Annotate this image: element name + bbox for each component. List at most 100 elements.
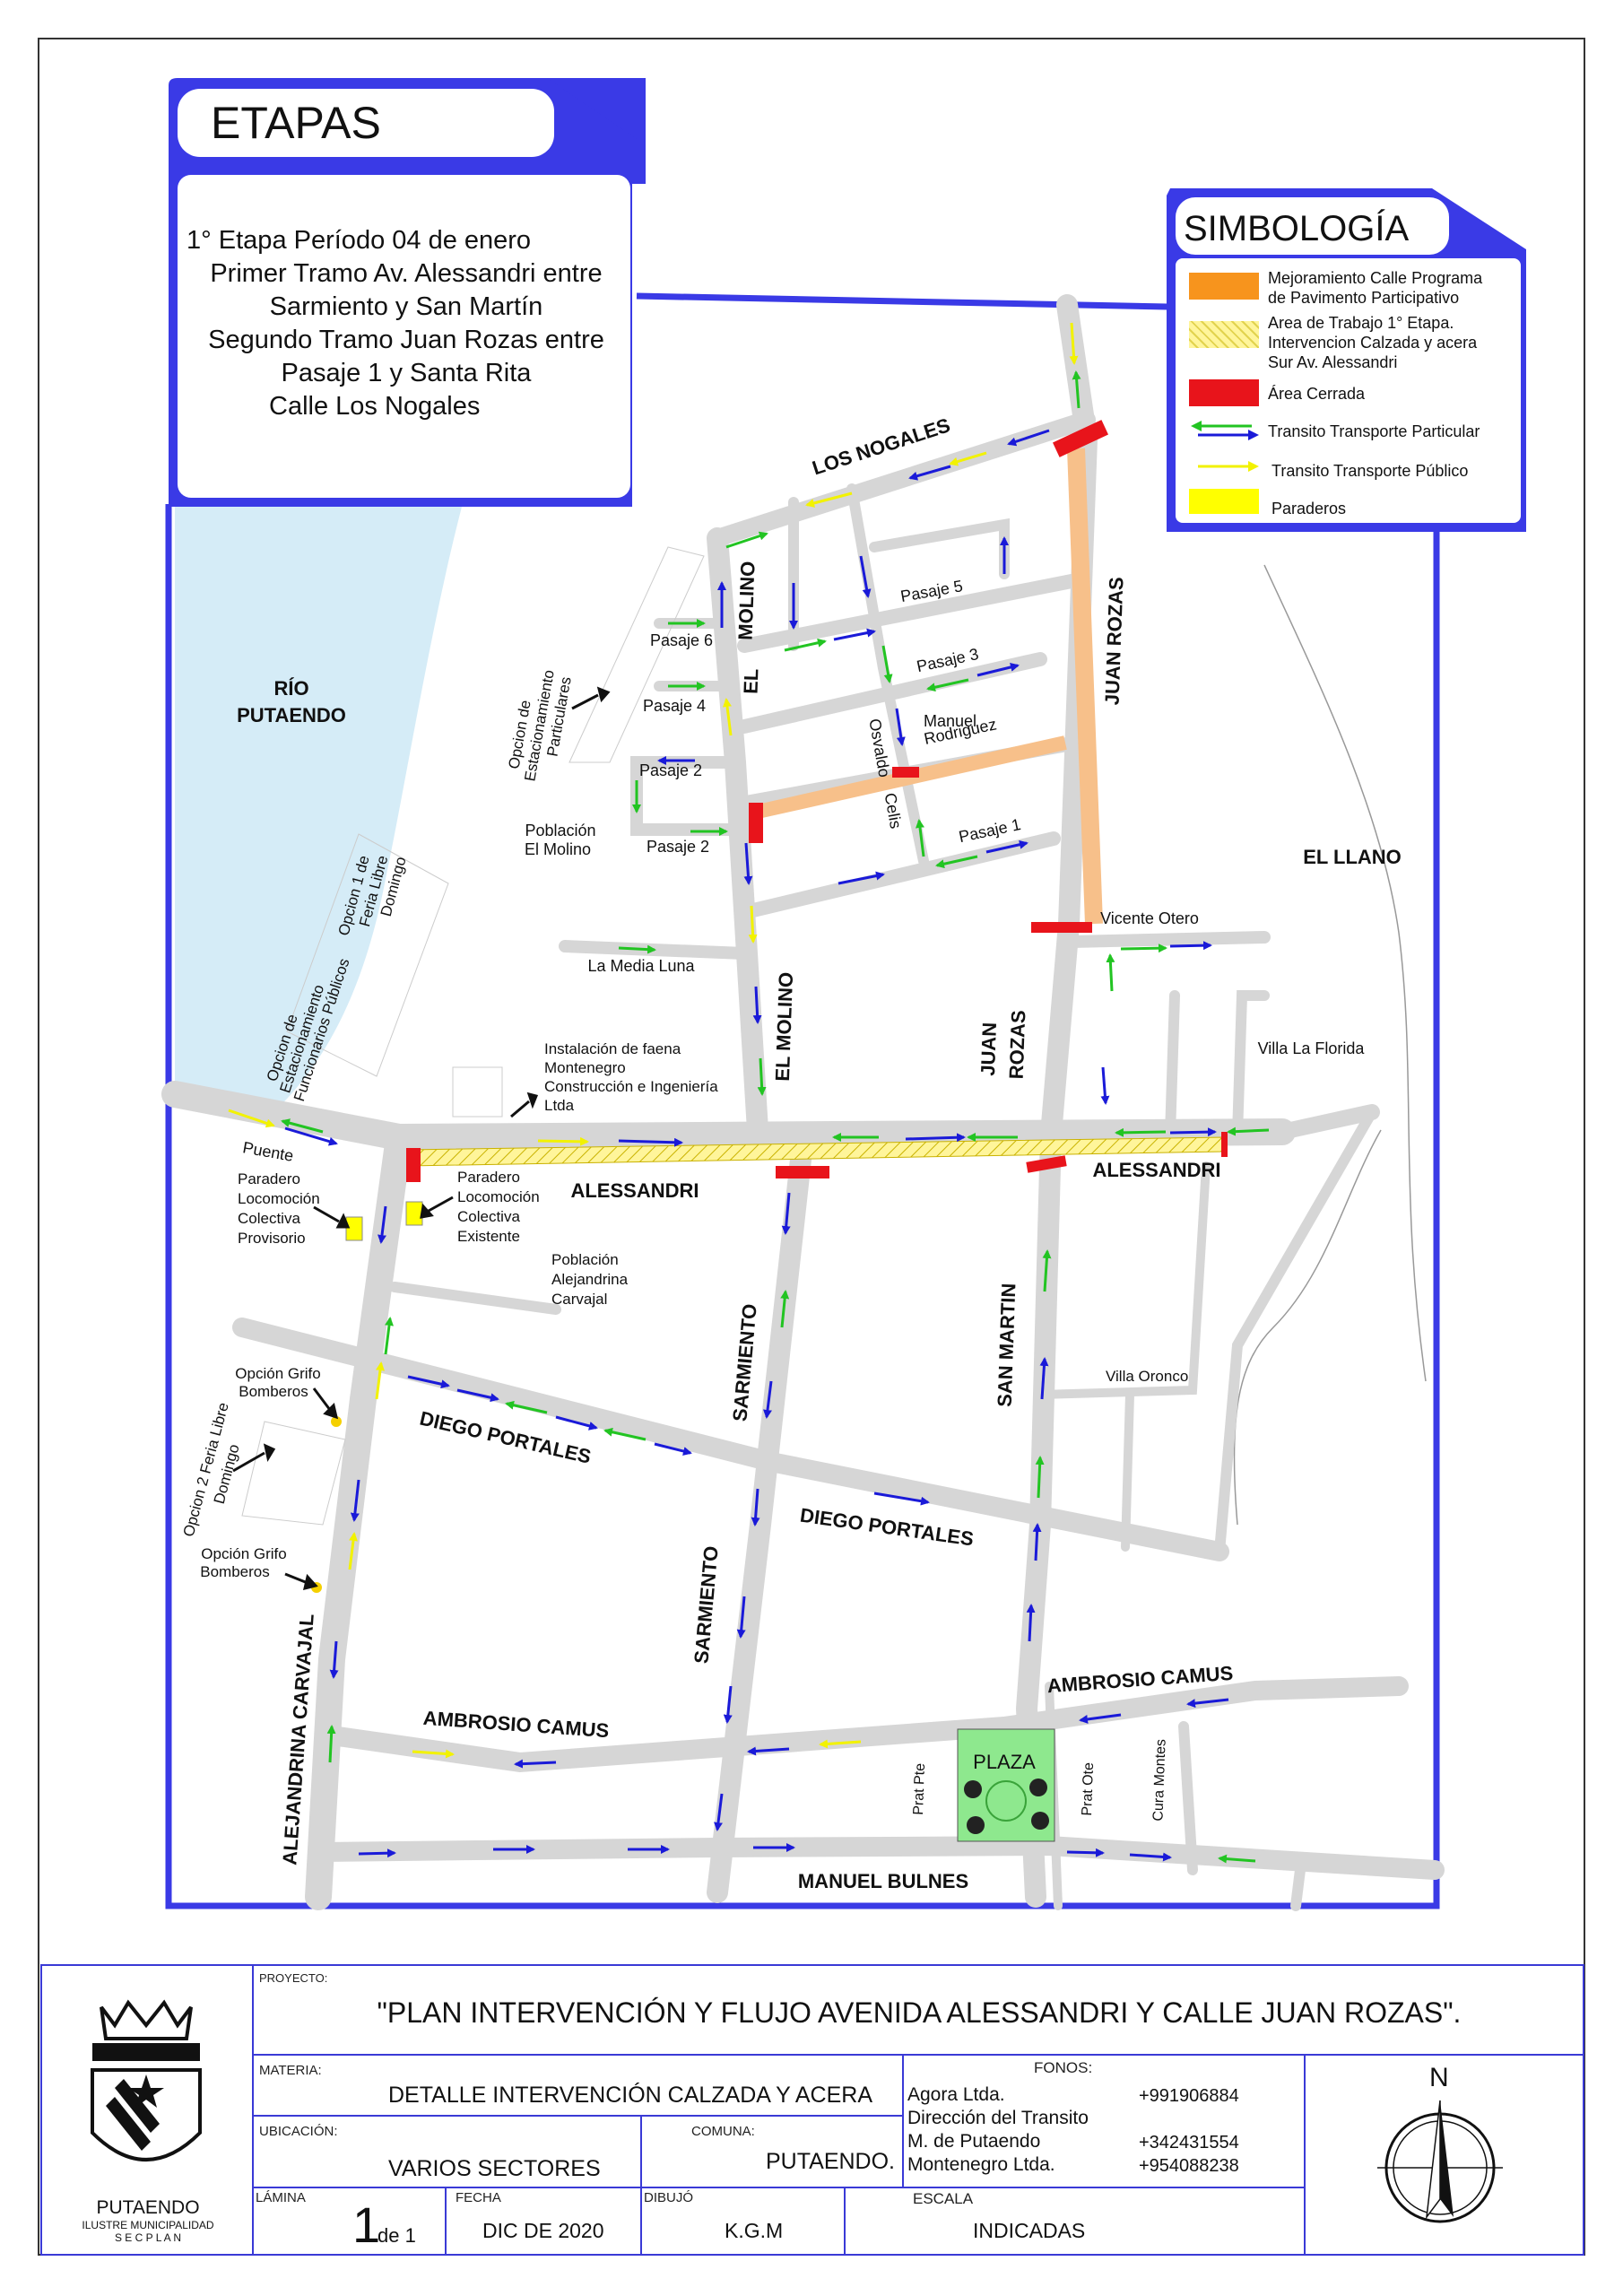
label-cura-montes: Cura Montes [1150,1739,1168,1822]
legend-text-1a: Mejoramiento Calle Programa [1268,269,1483,287]
ubicacion-cell: UBICACIÓN: VARIOS SECTORES [253,2116,641,2187]
label-sarmiento-2: SARMIENTO [690,1545,722,1665]
label-juan-rozas-south-1: JUAN [976,1022,1001,1076]
label-poblacion-molino-2: El Molino [525,840,591,858]
label-media-luna: La Media Luna [587,957,695,975]
logo-sub2: S E C P L A N [114,2231,182,2244]
label-sarmiento-1: SARMIENTO [728,1303,760,1422]
plaza-trees [964,1779,1049,1834]
pointer-arrows [232,686,611,1591]
legend-yellow-arrow-icon [1198,461,1259,472]
label-paradero-exist-3: Colectiva [457,1208,520,1225]
etapas-line-6: Calle Los Nogales [269,392,481,421]
lamina-total: de 1 [378,2224,416,2247]
traffic-arrows [228,322,1270,1864]
comuna-label: COMUNA: [691,2124,755,2139]
label-poblacion-molino-1: Población [525,822,595,839]
fono-phone-4: +954088238 [1139,2156,1239,2176]
north-label: N [1429,2063,1449,2092]
etapas-panel [169,78,646,507]
legend-list: Mejoramiento Calle Programa de Pavimento… [1185,265,1526,525]
label-faena-2: Montenegro [544,1059,626,1076]
fono-phone-3: +342431554 [1139,2133,1239,2152]
label-alessandri-1: ALESSANDRI [570,1179,699,1202]
label-grifo2-1: Opción Grifo [201,1545,286,1562]
municipal-crest-icon [91,1999,202,2161]
fecha-cell: FECHA DIC DE 2020 [446,2187,641,2255]
fono-phone-1: +991906884 [1139,2086,1239,2106]
label-pob-alejandrina-3: Carvajal [551,1291,607,1308]
plaza-fountain [985,1780,1027,1822]
legend-text-2a: Area de Trabajo 1° Etapa. [1268,314,1454,332]
etapas-line-3: Sarmiento y San Martín [269,292,543,321]
etapas-line-5: Pasaje 1 y Santa Rita [281,359,532,387]
paradero-provisorio [345,1216,363,1241]
proyecto-title: "PLAN INTERVENCIÓN Y FLUJO AVENIDA ALESS… [377,1996,1462,2029]
label-pob-alejandrina-1: Población [551,1251,619,1268]
label-faena-1: Instalación de faena [544,1040,681,1057]
creek-line [1233,1129,1382,1526]
lamina-number: 1 [352,2196,381,2253]
fono-name-4: Montenegro Ltda. [907,2154,1055,2175]
closed-areas [406,420,1228,1182]
materia-cell: MATERIA: DETALLE INTERVENCIÓN CALZADA Y … [253,2055,903,2116]
label-paradero-prov-3: Colectiva [238,1210,300,1227]
label-villa-oronco: Villa Oronco [1106,1368,1188,1385]
label-paradero-exist-1: Paradero [457,1169,520,1186]
proyecto-label: PROYECTO: [259,1971,328,1985]
label-paradero-prov-2: Locomoción [238,1190,320,1207]
label-manuel-bulnes: MANUEL BULNES [798,1870,968,1892]
label-san-martin: SAN MARTIN [994,1283,1020,1407]
label-paradero-prov-1: Paradero [238,1170,300,1187]
label-pob-alejandrina-2: Alejandrina [551,1271,629,1288]
label-el-molino-south: EL MOLINO [771,971,797,1082]
materia-value: DETALLE INTERVENCIÓN CALZADA Y ACERA [388,2083,872,2108]
dibujo-cell: DIBUJÓ K.G.M [641,2187,845,2255]
dibujo-value: K.G.M [725,2219,784,2242]
label-el-llano: EL LLANO [1303,846,1402,868]
label-pasaje-2b: Pasaje 2 [647,838,709,856]
label-faena-3: Construcción e Ingeniería [544,1078,718,1095]
dibujo-label: DIBUJÓ [644,2190,694,2205]
label-pasaje-6: Pasaje 6 [650,631,713,649]
materia-label: MATERIA: [259,2063,322,2078]
legend-swatch-red [1189,379,1259,406]
north-arrow-icon [1377,2100,1503,2223]
street-map: RÍO PUTAENDO EL LLANO LOS NOGALES JUAN R… [161,292,1445,1911]
label-diego-portales-2: DIEGO PORTALES [799,1504,976,1551]
district-boundary-top [636,292,1168,310]
fonos-label: FONOS: [1034,2059,1093,2076]
label-juan-rozas-south-2: ROZAS [1005,1010,1030,1080]
legend-text-6: Paraderos [1271,500,1347,517]
legend-swatch-hatch [1189,321,1259,348]
logo-sub: ILUSTRE MUNICIPALIDAD [82,2219,214,2231]
etapas-line-2: Primer Tramo Av. Alessandri entre [210,259,603,288]
fono-name-2: Dirección del Transito [907,2108,1089,2128]
label-rio-2: PUTAENDO [237,704,346,726]
juan-rozas-improvement [1067,448,1103,925]
lamina-label: LÁMINA [256,2190,306,2205]
label-prat-ote: Prat Ote [1080,1762,1097,1816]
proyecto-cell: PROYECTO: "PLAN INTERVENCIÓN Y FLUJO AVE… [253,1965,1584,2055]
label-vicente-otero: Vicente Otero [1100,909,1199,927]
north-cell: N [1305,2055,1584,2255]
label-paradero-exist-2: Locomoción [457,1188,540,1205]
comuna-cell: COMUNA: PUTAENDO. [641,2116,903,2187]
label-ambrosio-1: AMBROSIO CAMUS [422,1707,610,1742]
label-celis: Celis [881,792,906,831]
grifo-bomberos-1 [331,1416,342,1427]
ubicacion-value: VARIOS SECTORES [388,2156,601,2181]
label-juan-rozas-north: JUAN ROZAS [1101,577,1128,706]
legend-text-2b: Intervencion Calzada y acera [1268,334,1478,352]
label-alessandri-2: ALESSANDRI [1092,1159,1220,1181]
etapas-line-1: 1° Etapa Período 04 de enero [187,226,532,255]
label-rio-1: RÍO [273,677,308,700]
label-molino: MOLINO [733,561,759,640]
district-boundary [165,504,1440,1909]
label-grifo1-1: Opción Grifo [235,1365,320,1382]
legend-swatch-orange [1189,273,1259,300]
label-faena-4: Ltda [544,1097,575,1114]
label-paradero-exist-4: Existente [457,1228,520,1245]
label-manuel: Manuel [924,712,976,730]
legend-text-4: Transito Transporte Particular [1268,422,1480,440]
